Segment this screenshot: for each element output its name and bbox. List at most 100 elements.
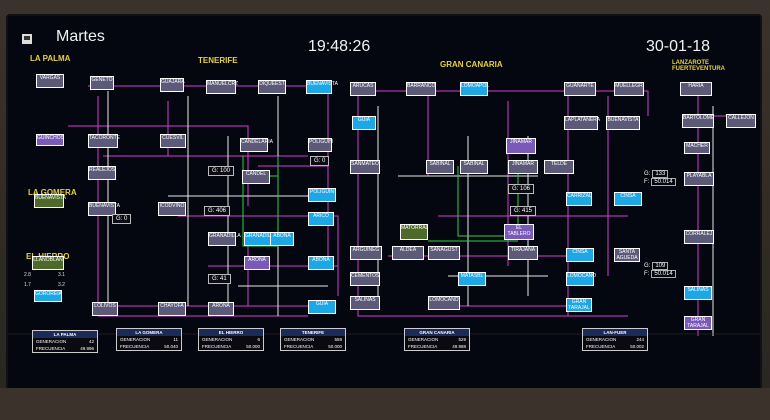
node-guanarteme[interactable]: GUANARTE bbox=[564, 82, 596, 96]
node-granadilla-a[interactable]: GRANADILLA bbox=[208, 232, 241, 246]
node-arucas[interactable]: ARUCAS bbox=[350, 82, 376, 96]
node-arguineg[interactable]: ARGUINEG bbox=[350, 246, 382, 260]
node-geneto[interactable]: GENETO bbox=[90, 76, 114, 90]
node-macher[interactable]: MACHER bbox=[684, 142, 710, 154]
node-gran-tarajal-ft[interactable]: GRAN TARAJAL bbox=[684, 316, 712, 330]
node-chayofa[interactable]: CHAYOFA bbox=[158, 302, 186, 316]
node-tacoronte[interactable]: TACORONTE bbox=[88, 134, 120, 148]
node-arona-b[interactable]: ARONA bbox=[244, 256, 270, 270]
region-lanzarote: LANZAROTE FUERTEVENTURA bbox=[672, 60, 726, 72]
screen-bezel bbox=[0, 388, 770, 420]
hierro-value-a: 2.8 bbox=[24, 272, 31, 278]
node-lomocano[interactable]: LOMOCANO bbox=[428, 296, 460, 310]
node-cotesa[interactable]: POLIGUIN bbox=[308, 138, 333, 152]
node-icod[interactable]: ICODVINO bbox=[158, 202, 186, 216]
node-corralejo[interactable]: CORRALEJ bbox=[684, 230, 714, 244]
node-guia[interactable]: GUIA bbox=[352, 116, 376, 130]
node-matorral[interactable]: MATORRAL bbox=[400, 224, 428, 240]
node-olivos[interactable]: LOLIVOS bbox=[92, 302, 118, 316]
lz1-frequency: 50.014 bbox=[651, 178, 676, 186]
region-la-gomera: LA GOMERA bbox=[28, 188, 77, 197]
node-sanagustin[interactable]: SANAGUST bbox=[428, 246, 460, 260]
node-gomera[interactable]: BUENAVISTA bbox=[34, 194, 66, 208]
lz2-frequency: 50.014 bbox=[651, 270, 676, 278]
node-haria[interactable]: HARIA bbox=[680, 82, 712, 96]
node-granadilla-c[interactable]: ABONA bbox=[270, 232, 294, 246]
node-granadilla-b[interactable]: GRANADILLA bbox=[244, 232, 277, 246]
node-buenavista-gc[interactable]: BUENAVISTA bbox=[606, 116, 640, 130]
region-gran-canaria: GRAN CANARIA bbox=[440, 60, 503, 69]
gen-box-cotesa: G: 0 bbox=[310, 156, 330, 166]
node-lomocano-2[interactable]: LOMOCANO bbox=[566, 272, 596, 286]
gen-box-candelaria: G: 100 bbox=[208, 166, 235, 176]
node-matas[interactable]: MATASBL bbox=[458, 272, 486, 286]
node-cementos[interactable]: CEMENTOS bbox=[350, 272, 380, 286]
node-arico[interactable]: ARICO bbox=[308, 212, 334, 226]
hierro-value-d: 3.2 bbox=[58, 282, 65, 288]
node-candelaria[interactable]: CANDELARIA bbox=[240, 138, 273, 152]
node-laplatanera[interactable]: LAPLATANERA bbox=[564, 116, 600, 130]
node-jinamar-2[interactable]: JINAMAR bbox=[508, 160, 538, 174]
screen-toggle-icon[interactable] bbox=[22, 34, 32, 44]
node-estancia[interactable]: SALINAS bbox=[350, 296, 380, 310]
node-guia-isora[interactable]: GUIA bbox=[308, 300, 336, 314]
node-cinsa-2[interactable]: CINSA bbox=[614, 192, 642, 206]
node-barranco[interactable]: BARRANCO bbox=[406, 82, 436, 96]
node-el-tablero[interactable]: EL TABLERO bbox=[504, 224, 534, 240]
node-salinas[interactable]: SALINAS bbox=[684, 286, 712, 300]
gen-box-jinamar: G: 106 bbox=[508, 184, 535, 194]
node-vargas[interactable]: VARGAS bbox=[36, 74, 64, 88]
node-guajara[interactable]: GUAJARA bbox=[160, 78, 185, 92]
node-sabinal-2[interactable]: SABINAL bbox=[460, 160, 488, 174]
node-cuesta[interactable]: CUESVIL bbox=[160, 134, 186, 148]
region-la-palma: LA PALMA bbox=[30, 54, 71, 63]
gen-box-gomera: G: 0 bbox=[112, 214, 132, 224]
node-llanoblanco[interactable]: LLANOBLAN bbox=[32, 256, 64, 270]
node-gorona[interactable]: GOROREIA bbox=[34, 290, 62, 302]
node-jinamar[interactable]: JINAMAR bbox=[506, 138, 536, 154]
node-candel[interactable]: CANDEL bbox=[242, 170, 270, 184]
node-sabinal[interactable]: SABINAL bbox=[426, 160, 454, 174]
node-cinsa[interactable]: CINSA bbox=[566, 248, 594, 262]
region-tenerife: TENERIFE bbox=[198, 56, 238, 65]
node-muelle[interactable]: MUELLEGR bbox=[614, 82, 644, 96]
node-lomoapol[interactable]: LOMOAPOL bbox=[460, 82, 489, 96]
node-dique[interactable]: DIQUEEST bbox=[258, 80, 286, 94]
hierro-value-c: 1.7 bbox=[24, 282, 31, 288]
node-arona[interactable]: ARONA bbox=[208, 302, 234, 316]
node-telde[interactable]: TELDE bbox=[544, 160, 574, 174]
node-playa-blanca[interactable]: PLAYABLA bbox=[684, 172, 714, 186]
node-tirajana[interactable]: TIRAJANA bbox=[508, 246, 538, 260]
date-label: 30-01-18 bbox=[646, 38, 711, 55]
gen-box-granadilla: G: 406 bbox=[204, 206, 231, 216]
node-guinchos[interactable]: GUINCHOS bbox=[36, 134, 64, 146]
node-sanmateo[interactable]: SANMATEO bbox=[350, 160, 380, 174]
clock-time: 19:48:26 bbox=[308, 38, 371, 55]
node-santa-agueda[interactable]: SANTA AGUEDA bbox=[614, 248, 640, 262]
node-realejos[interactable]: REALEJOS bbox=[88, 166, 116, 180]
gen-box-tirajana: G: 415 bbox=[510, 206, 537, 216]
lz2-generation: 109 bbox=[652, 262, 669, 270]
scada-screen: Martes 19:48:26 30-01-18 LA PALMA TENERI… bbox=[6, 14, 762, 390]
node-gran-tarajal[interactable]: GRAN TARAJAL bbox=[566, 298, 592, 312]
hierro-value-b: 3.1 bbox=[58, 272, 65, 278]
lz-freq-box-1: G:133 F:50.014 bbox=[644, 170, 676, 186]
node-callejones[interactable]: CALLEJON bbox=[726, 114, 756, 128]
node-abona[interactable]: ABONA bbox=[308, 256, 334, 270]
lz1-generation: 133 bbox=[652, 170, 669, 178]
node-carrizal[interactable]: CARRIZAL bbox=[566, 192, 592, 206]
gen-box-arona: G: 41 bbox=[208, 274, 231, 284]
node-poliguin[interactable]: POLIGUIN bbox=[308, 188, 336, 202]
node-bartolome[interactable]: BARTOLOME bbox=[682, 114, 714, 128]
node-buenavista-tf[interactable]: BUENAVISTA bbox=[306, 80, 338, 94]
node-buenavista-2[interactable]: BUENAVISTA bbox=[88, 202, 120, 216]
node-aldea[interactable]: ALDEA bbox=[392, 246, 424, 260]
day-label: Martes bbox=[56, 28, 105, 45]
node-manuel[interactable]: MANUELCRZ bbox=[206, 80, 238, 94]
